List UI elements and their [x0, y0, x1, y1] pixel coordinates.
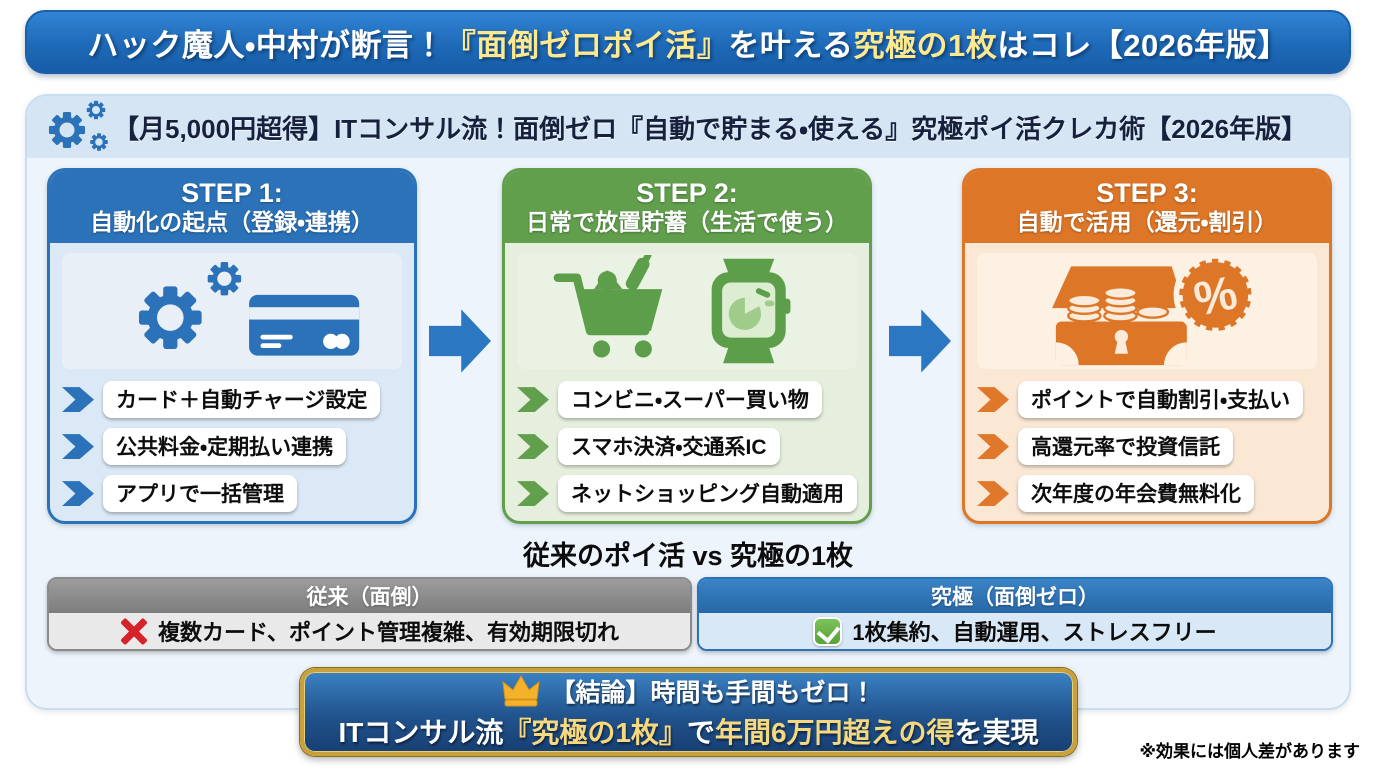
step3-items: ポイントで自動割引・支払い 高還元率で投資信託 次年度の年会費無料化	[977, 381, 1319, 513]
item-pill: カード＋自動チャージ設定	[103, 381, 381, 419]
flow-arrow-icon	[889, 309, 951, 373]
comparison-old-text: 複数カード、ポイント管理複雑、有効期限切れ	[157, 620, 620, 645]
banner-text-segment: を叶える	[728, 27, 854, 63]
comparison-old-box: 従来（面倒） 複数カード、ポイント管理複雑、有効期限切れ	[47, 577, 692, 651]
banner-text-segment-highlight: 『面倒ゼロポイ活』	[444, 27, 729, 63]
list-item: ポイントで自動割引・支払い	[977, 381, 1319, 419]
step1-label: STEP 1:	[181, 178, 283, 208]
item-pill: 高還元率で投資信託	[1018, 428, 1233, 466]
list-item: カード＋自動チャージ設定	[62, 381, 404, 419]
chevron-bullet-icon	[62, 434, 94, 460]
conclusion-line1: 【結論】時間も手間もゼロ！	[501, 673, 876, 709]
list-item: 高還元率で投資信託	[977, 428, 1319, 466]
top-title-text: ハック魔人・中村が断言！『面倒ゼロポイ活』を叶える究極の1枚はコレ【2026年版…	[87, 20, 1288, 65]
comparison-old-header: 従来（面倒）	[49, 579, 690, 613]
step2-header: STEP 2: 日常で放置貯蓄（生活で使う）	[505, 171, 869, 243]
list-item: スマホ決済・交通系IC	[517, 428, 859, 466]
step3-subtitle: 自動で活用（還元・割引）	[1016, 209, 1278, 236]
conclusion-text-segment: を実現	[954, 717, 1039, 748]
comparison-new-header: 究極（面倒ゼロ）	[699, 579, 1331, 613]
step1-card: STEP 1: 自動化の起点（登録・連携） カード＋自動チャージ設定	[47, 168, 417, 524]
step2-label: STEP 2:	[636, 178, 738, 208]
conclusion-text-segment: で	[686, 717, 715, 748]
item-pill: 次年度の年会費無料化	[1018, 475, 1254, 513]
conclusion-text-segment: ITコンサル流	[338, 717, 504, 748]
gears-credit-card-icon	[62, 252, 402, 369]
gears-icon	[43, 98, 113, 156]
red-x-icon	[120, 617, 148, 645]
item-pill: ネットショッピング自動適用	[558, 475, 857, 513]
main-infographic-card: 【月5,000円超得】ITコンサル流！面倒ゼロ『自動で貯まる・使える』究極ポイ活…	[25, 94, 1351, 710]
flow-arrow-icon	[429, 309, 491, 373]
step3-header: STEP 3: 自動で活用（還元・割引）	[965, 171, 1329, 243]
conclusion-banner: 【結論】時間も手間もゼロ！ ITコンサル流『究極の1枚』で年間6万円超えの得を実…	[300, 668, 1077, 756]
banner-text-segment: ハック魔人・中村が断言！	[87, 27, 445, 63]
step2-card: STEP 2: 日常で放置貯蓄（生活で使う）	[502, 168, 872, 524]
disclaimer-text: ※効果には個人差があります	[1139, 742, 1360, 761]
crown-icon	[501, 675, 541, 708]
chevron-bullet-icon	[62, 387, 94, 413]
item-pill: コンビニ・スーパー買い物	[558, 381, 822, 419]
item-pill: アプリで一括管理	[103, 475, 297, 513]
green-check-icon	[813, 616, 843, 646]
treasure-chest-percent-icon: %	[977, 252, 1317, 369]
list-item: ネットショッピング自動適用	[517, 475, 859, 513]
step1-items: カード＋自動チャージ設定 公共料金・定期払い連携 アプリで一括管理	[62, 381, 404, 513]
list-item: アプリで一括管理	[62, 475, 404, 513]
comparison-title: 従来のポイ活 vs 究極の1枚	[522, 541, 854, 571]
conclusion-text-segment-highlight: 年間6万円超えの得	[714, 717, 955, 748]
list-item: 次年度の年会費無料化	[977, 475, 1319, 513]
list-item: コンビニ・スーパー買い物	[517, 381, 859, 419]
chevron-bullet-icon	[517, 434, 549, 460]
item-pill: ポイントで自動割引・支払い	[1018, 381, 1304, 419]
banner-text-segment-highlight: 究極の1枚	[853, 27, 998, 63]
comparison-new-text: 1枚集約、自動運用、ストレスフリー	[852, 620, 1217, 645]
item-pill: 公共料金・定期払い連携	[103, 428, 347, 466]
step1-header: STEP 1: 自動化の起点（登録・連携）	[50, 171, 414, 243]
shopping-cart-smartwatch-icon	[517, 252, 857, 369]
chevron-bullet-icon	[62, 481, 94, 507]
step3-card: STEP 3: 自動で活用（還元・割引）	[962, 168, 1332, 524]
chevron-bullet-icon	[517, 387, 549, 413]
comparison-old-body: 複数カード、ポイント管理複雑、有効期限切れ	[49, 613, 690, 649]
step1-subtitle: 自動化の起点（登録・連携）	[90, 209, 374, 236]
chevron-bullet-icon	[517, 481, 549, 507]
comparison-new-box: 究極（面倒ゼロ） 1枚集約、自動運用、ストレスフリー	[697, 577, 1333, 651]
banner-text-segment: はコレ【2026年版】	[997, 27, 1289, 63]
step2-items: コンビニ・スーパー買い物 スマホ決済・交通系IC ネットショッピング自動適用	[517, 381, 859, 513]
chevron-bullet-icon	[977, 434, 1009, 460]
conclusion-line1-text: 【結論】時間も手間もゼロ！	[550, 679, 876, 707]
card-header: 【月5,000円超得】ITコンサル流！面倒ゼロ『自動で貯まる・使える』究極ポイ活…	[27, 96, 1349, 158]
comparison-new-body: 1枚集約、自動運用、ストレスフリー	[699, 613, 1331, 649]
conclusion-line2: ITコンサル流『究極の1枚』で年間6万円超えの得を実現	[338, 711, 1038, 751]
chevron-bullet-icon	[977, 387, 1009, 413]
chevron-bullet-icon	[977, 481, 1009, 507]
list-item: 公共料金・定期払い連携	[62, 428, 404, 466]
page-title: 【月5,000円超得】ITコンサル流！面倒ゼロ『自動で貯まる・使える』究極ポイ活…	[113, 113, 1308, 144]
top-title-banner: ハック魔人・中村が断言！『面倒ゼロポイ活』を叶える究極の1枚はコレ【2026年版…	[25, 10, 1351, 74]
step2-subtitle: 日常で放置貯蓄（生活で使う）	[526, 209, 848, 236]
conclusion-text-segment-highlight: 『究極の1枚』	[503, 717, 687, 748]
step3-label: STEP 3:	[1096, 178, 1198, 208]
item-pill: スマホ決済・交通系IC	[558, 428, 780, 466]
